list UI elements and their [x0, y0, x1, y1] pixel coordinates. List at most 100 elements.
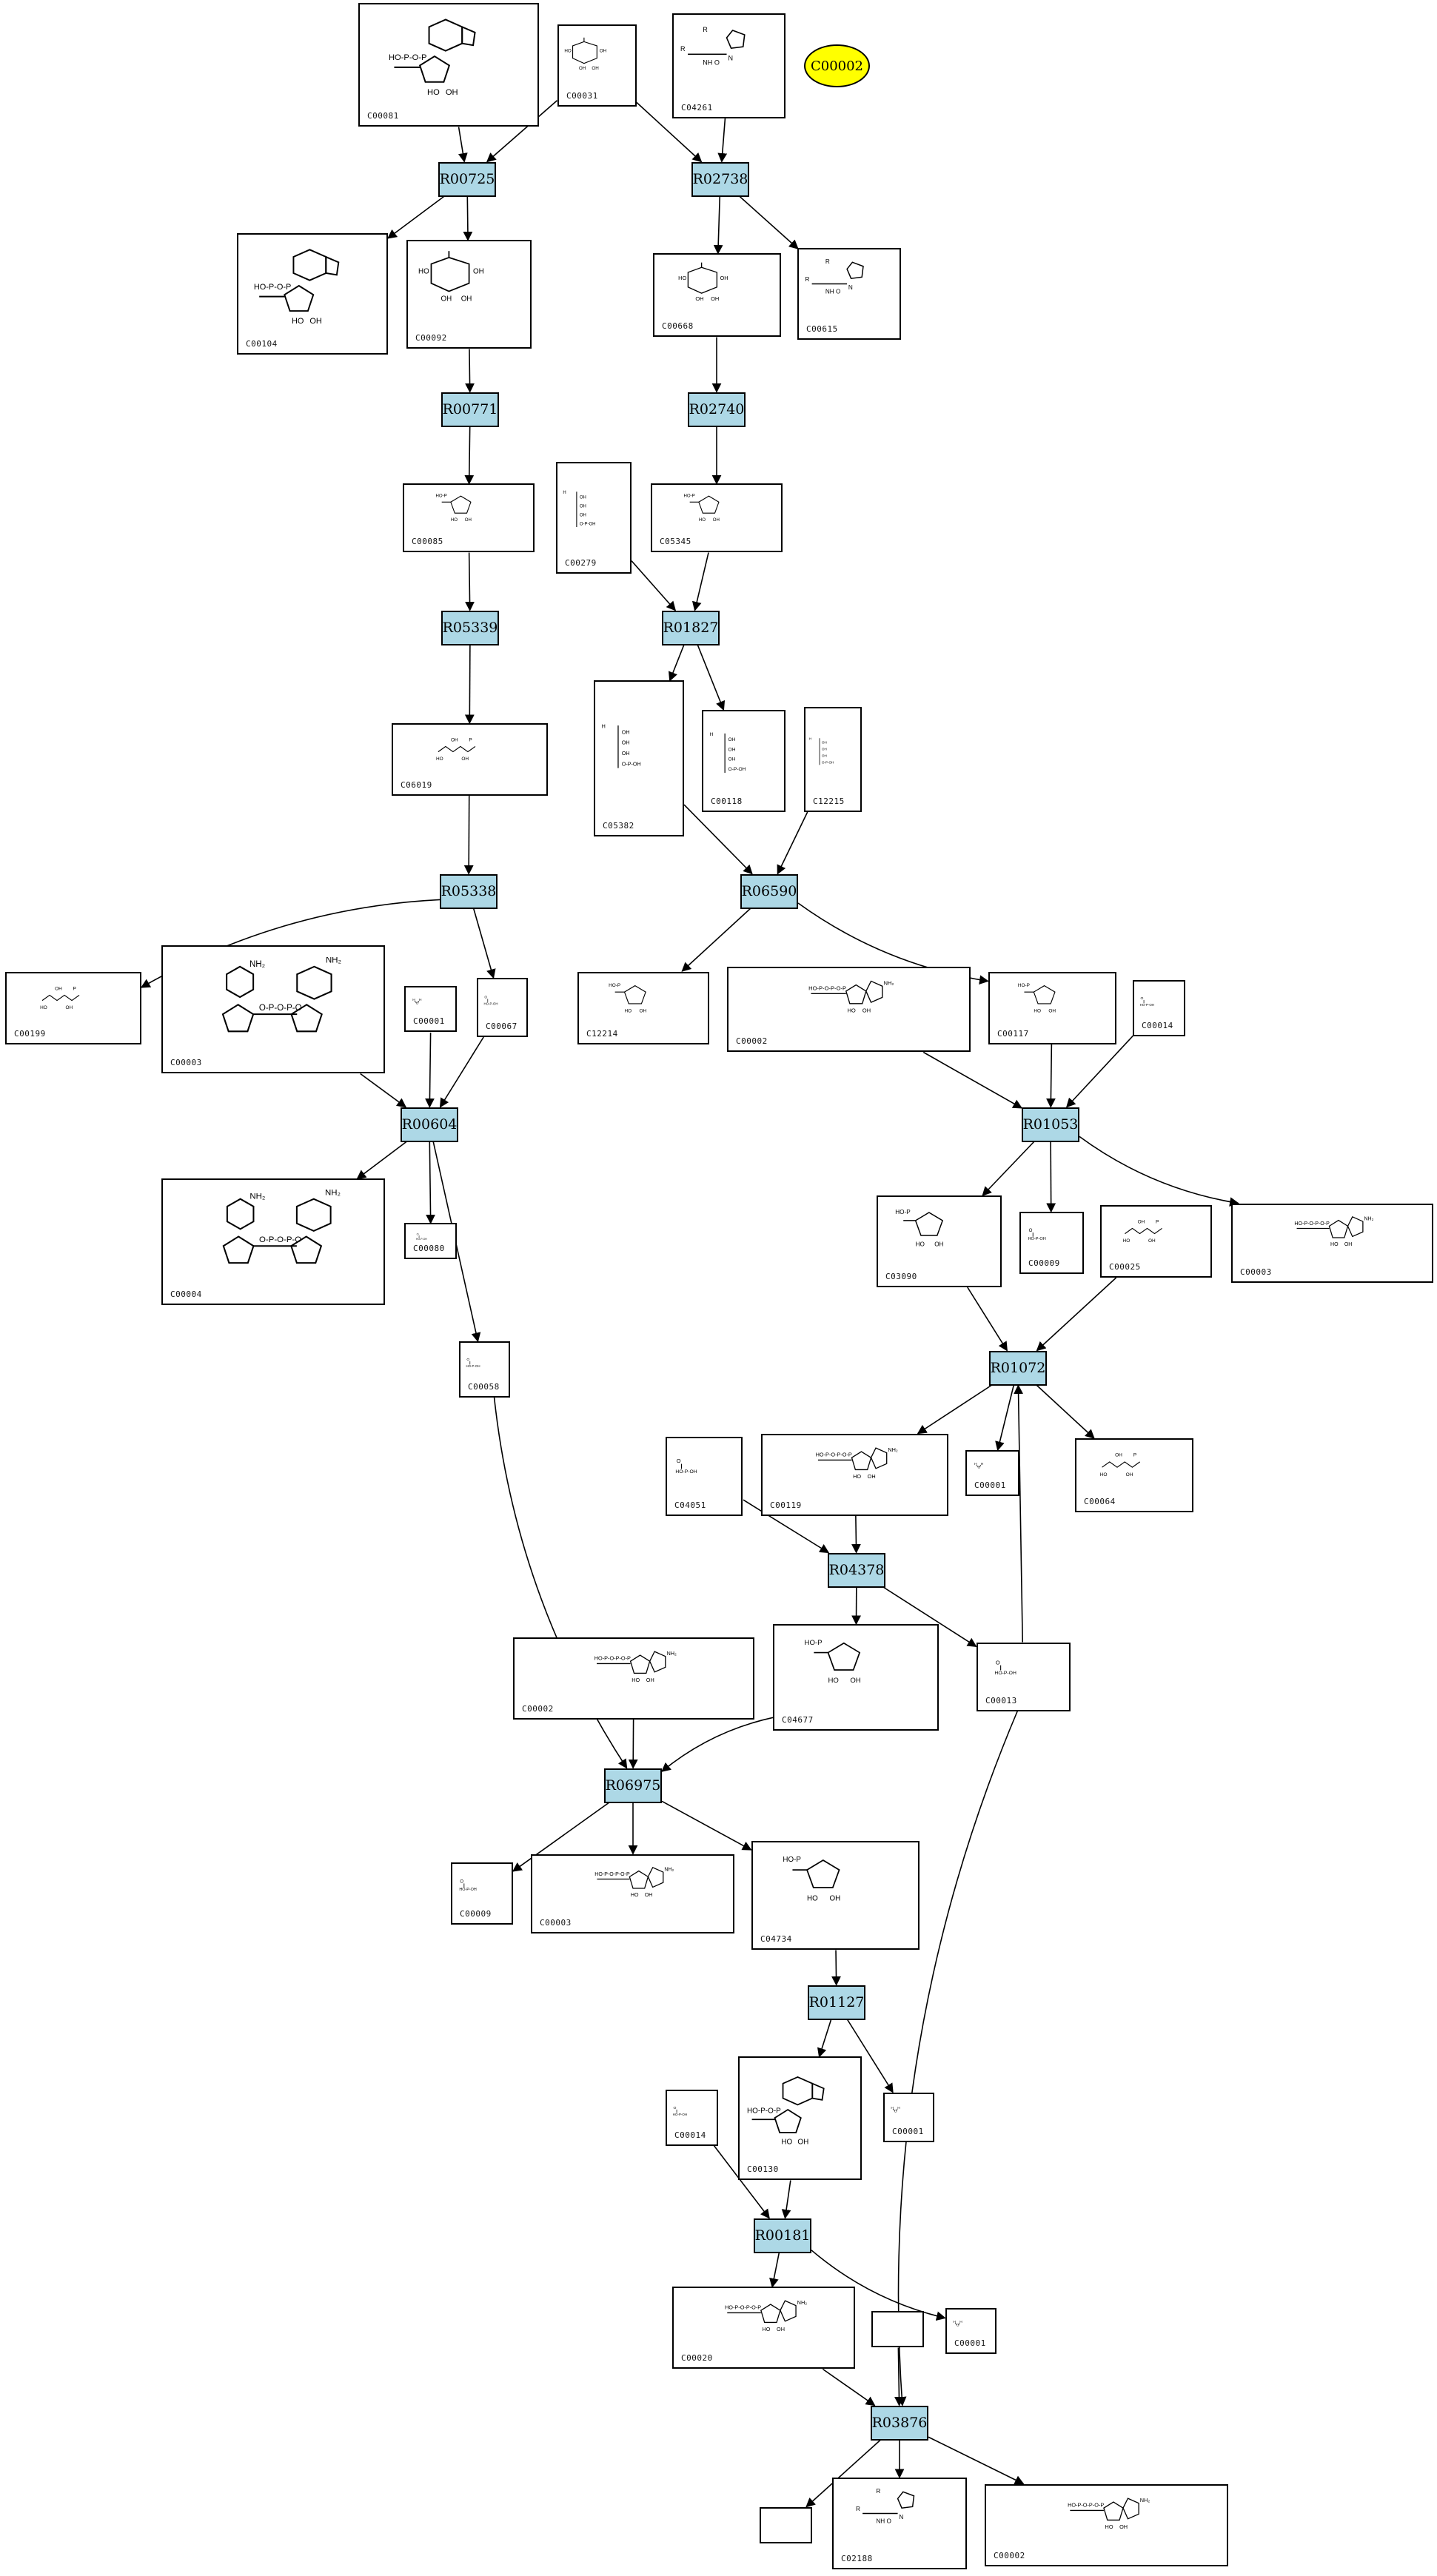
- compound-id-label: C00117: [997, 1029, 1029, 1039]
- edge-C04734-R01127: [831, 1950, 841, 1986]
- svg-text:OH: OH: [1126, 1472, 1133, 1477]
- svg-text:OH: OH: [645, 1893, 653, 1898]
- reaction-node-R03876[interactable]: R03876: [871, 2405, 928, 2441]
- compound-id-label: C00615: [806, 324, 838, 334]
- reaction-node-R00604[interactable]: R00604: [401, 1107, 458, 1142]
- reaction-node-R06975[interactable]: R06975: [604, 1768, 662, 1803]
- svg-text:R: R: [856, 2505, 860, 2512]
- reaction-node-R02740[interactable]: R02740: [688, 392, 746, 427]
- edge-R01127-C00001c: [847, 2019, 894, 2093]
- edge-C00031-R02738: [635, 101, 703, 163]
- svg-text:HO: HO: [436, 757, 443, 762]
- svg-text:OH: OH: [728, 757, 735, 762]
- reaction-node-R00771[interactable]: R00771: [441, 392, 499, 427]
- reaction-node-R01827[interactable]: R01827: [662, 610, 720, 645]
- reaction-node-R01053[interactable]: R01053: [1022, 1107, 1079, 1142]
- empty-compound-node[interactable]: [871, 2311, 924, 2347]
- svg-text:O: O: [894, 2109, 897, 2113]
- svg-text:OH: OH: [622, 751, 630, 757]
- svg-text:HO: HO: [1105, 2523, 1113, 2529]
- svg-text:OH: OH: [713, 517, 720, 523]
- reaction-node-R01072[interactable]: R01072: [989, 1350, 1047, 1386]
- edge-R01827-C05382: [669, 645, 685, 682]
- reaction-node-R05338[interactable]: R05338: [440, 873, 498, 909]
- empty-compound-node[interactable]: [760, 2507, 812, 2543]
- reaction-node-R02738[interactable]: R02738: [691, 161, 749, 197]
- svg-text:OH: OH: [461, 295, 472, 303]
- reaction-node-R00181[interactable]: R00181: [754, 2218, 811, 2253]
- reaction-node-R05339[interactable]: R05339: [441, 610, 499, 645]
- edge-C04677-R06975: [661, 1717, 774, 1772]
- svg-text:NH₂: NH₂: [888, 1446, 898, 1453]
- reaction-node-R01127[interactable]: R01127: [808, 1985, 865, 2020]
- compound-id-label: C00031: [566, 91, 598, 101]
- highlighted-compound-oval[interactable]: C00002: [804, 44, 870, 87]
- svg-text:NH₂: NH₂: [1139, 2497, 1150, 2503]
- edge-C00092-R00771: [465, 349, 475, 393]
- molecule-structure-icon: OHO-P-OH: [483, 996, 498, 1006]
- reaction-node-R00725[interactable]: R00725: [438, 161, 496, 197]
- svg-text:HO-P-OH: HO-P-OH: [416, 1238, 427, 1241]
- svg-text:OH: OH: [797, 2138, 808, 2146]
- svg-text:OH: OH: [462, 757, 469, 762]
- compound-id-label: C00001: [954, 2338, 986, 2348]
- reaction-node-R06590[interactable]: R06590: [740, 873, 798, 909]
- svg-text:O: O: [996, 1659, 1000, 1666]
- edge-R00725-C00092: [463, 196, 473, 241]
- reaction-node-R04378[interactable]: R04378: [828, 1552, 885, 1588]
- edge-R00604-C00080: [426, 1141, 435, 1224]
- edge-R00181-C00020: [769, 2253, 780, 2288]
- svg-text:OH: OH: [934, 1241, 943, 1247]
- compound-id-label: C00004: [170, 1289, 202, 1299]
